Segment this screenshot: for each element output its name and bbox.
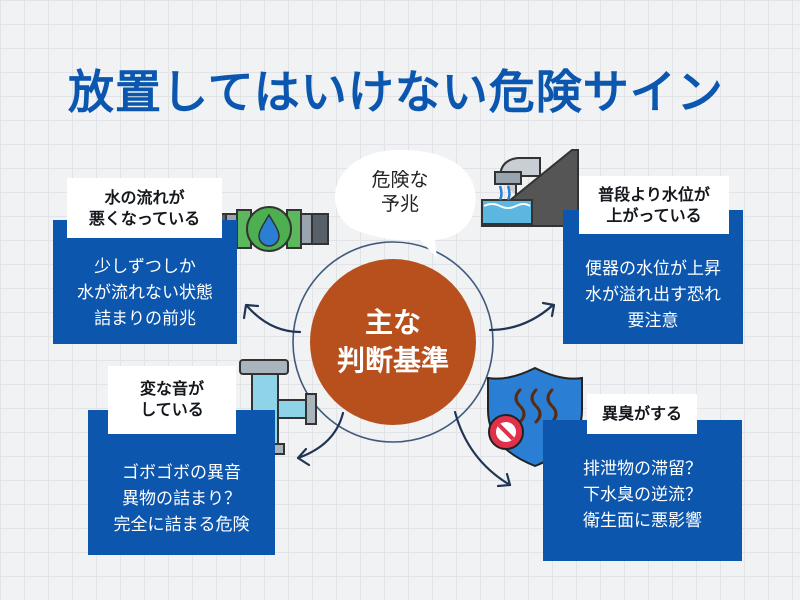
detail-line: 要注意: [627, 311, 679, 331]
page-title: 放置してはいけない危険サイン: [68, 65, 724, 119]
sign-details-box: ゴボゴボの異音 異物の詰まり？ 完全に詰まる危険: [88, 410, 275, 555]
center-ring: [292, 241, 494, 443]
detail-line: 完全に詰まる危険: [113, 515, 250, 535]
odor-icon: [514, 388, 558, 424]
bubble-line-2: 予兆: [380, 193, 419, 215]
detail-line: 水が流れない状態: [77, 283, 213, 303]
sign-heading: 変な音が している: [108, 366, 236, 434]
arrow-top-left: [245, 304, 302, 334]
sign-heading: 普段より水位が 上がっている: [579, 176, 729, 234]
center-line-2: 判断基準: [336, 344, 449, 377]
bubble-line-1: 危険な: [371, 169, 429, 191]
sign-heading: 水の流れが 悪くなっている: [67, 178, 222, 238]
detail-line: 少しずつしか: [94, 257, 196, 277]
arrow-bottom-right-head: [496, 472, 512, 488]
detail-line: 下水臭の逆流？: [583, 485, 702, 505]
speech-bubble: [335, 150, 476, 258]
detail-line: 異物の詰まり？: [122, 489, 241, 509]
detail-line: ゴボゴボの異音: [122, 463, 241, 483]
detail-line: 衛生面に悪影響: [583, 511, 702, 531]
center-line-1: 主な: [364, 306, 421, 339]
arrow-bottom-left: [296, 411, 345, 460]
center-criteria-circle: 主な 判断基準: [310, 259, 476, 425]
overflow-pipe-icon: [481, 149, 579, 227]
sign-details-box: 少しずつしか 水が流れない状態 詰まりの前兆: [53, 220, 237, 344]
detail-line: 排泄物の滞留？: [583, 459, 702, 479]
detail-line: 便器の水位が上昇: [585, 259, 721, 279]
speech-bubble-text: 危険な 予兆: [340, 168, 460, 216]
prohibited-icon: [488, 414, 524, 450]
detail-line: 水が溢れ出す恐れ: [585, 285, 721, 305]
arrow-top-right: [488, 303, 555, 332]
arrow-top-left-head: [242, 303, 260, 320]
sign-heading: 異臭がする: [587, 394, 697, 434]
water-drop-icon: [258, 213, 280, 247]
arrow-top-right-head: [541, 301, 556, 318]
sign-details-box: 排泄物の滞留？ 下水臭の逆流？ 衛生面に悪影響: [543, 420, 742, 561]
arrow-bottom-right: [453, 410, 512, 487]
arrow-bottom-left-head: [296, 447, 311, 467]
detail-line: 詰まりの前兆: [94, 309, 196, 329]
